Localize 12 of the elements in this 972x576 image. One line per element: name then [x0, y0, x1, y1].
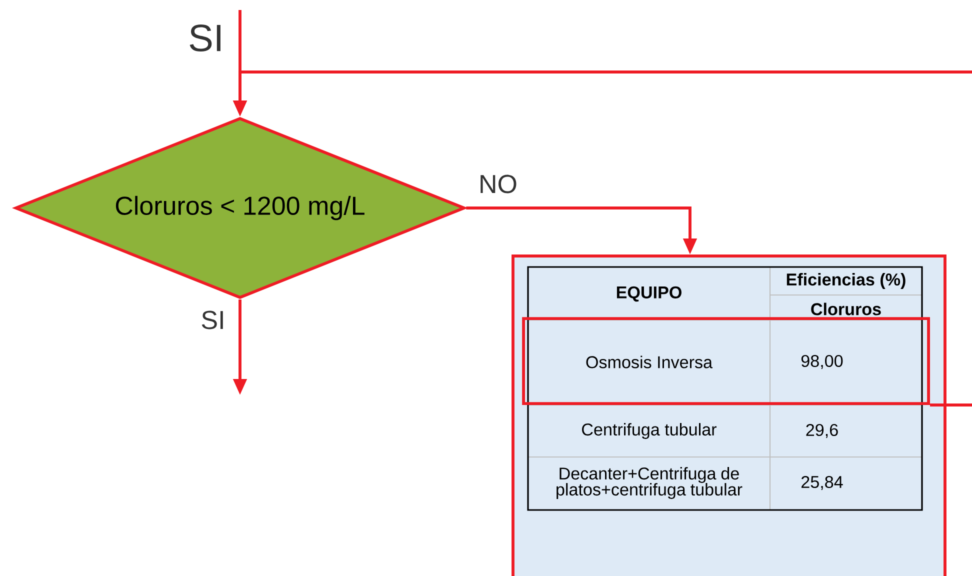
edge-label: SI [202, 310, 223, 330]
edge-label: SI [190, 24, 220, 52]
table-cell-text: 29,6 [806, 424, 838, 438]
highlight-frame [522, 317, 930, 405]
table-cell-text: Decanter+Centrifuga de platos+centrifuga tubular [556, 467, 742, 499]
table-cell-text: Eficiencias (%) [786, 273, 906, 289]
edge-label: NO [480, 174, 516, 194]
table-cell-text: 98,00 [801, 354, 843, 370]
table-cell-text: EQUIPO [616, 286, 682, 302]
table-cell-text: 25,84 [802, 476, 843, 490]
table-cell-text: Centrifuga tubular [582, 423, 716, 439]
table-cell-text: Osmosis Inversa [586, 356, 713, 368]
